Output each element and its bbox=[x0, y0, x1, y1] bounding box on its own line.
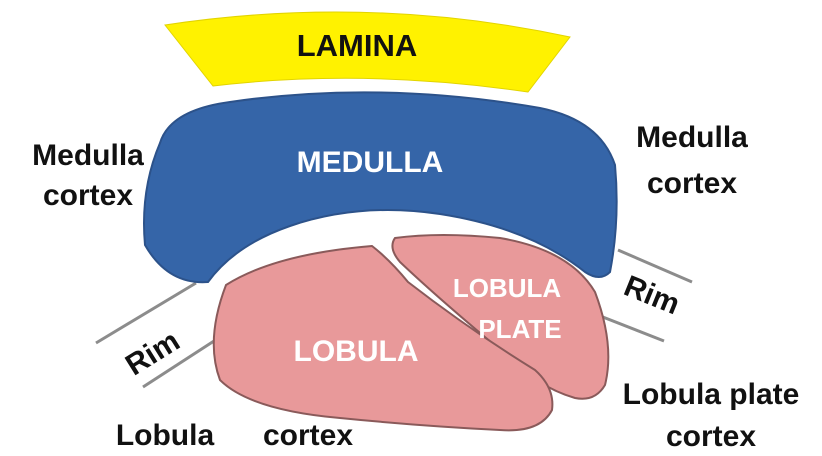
rim-label-right: Rim bbox=[619, 270, 684, 322]
lobula-cortex-word1: Lobula bbox=[116, 419, 215, 452]
lobula-plate-label-line2: PLATE bbox=[478, 314, 561, 344]
lobula-label: LOBULA bbox=[294, 335, 419, 368]
lobula-cortex-word2: cortex bbox=[263, 419, 353, 452]
lamina-label: LAMINA bbox=[297, 28, 418, 63]
lobula-plate-cortex-line2: cortex bbox=[666, 420, 756, 453]
medulla-cortex-left-line1: Medulla bbox=[32, 139, 144, 172]
medulla-cortex-right-line2: cortex bbox=[647, 167, 737, 200]
lobula-plate-cortex-line1: Lobula plate bbox=[623, 378, 800, 411]
medulla-cortex-left-line2: cortex bbox=[43, 179, 133, 212]
medulla-cortex-right-line1: Medulla bbox=[636, 121, 748, 154]
medulla-label: MEDULLA bbox=[297, 146, 444, 179]
rim-line-left-upper bbox=[96, 283, 196, 343]
lobula-plate-label-line1: LOBULA bbox=[453, 273, 562, 303]
rim-label-left: Rim bbox=[120, 324, 186, 382]
